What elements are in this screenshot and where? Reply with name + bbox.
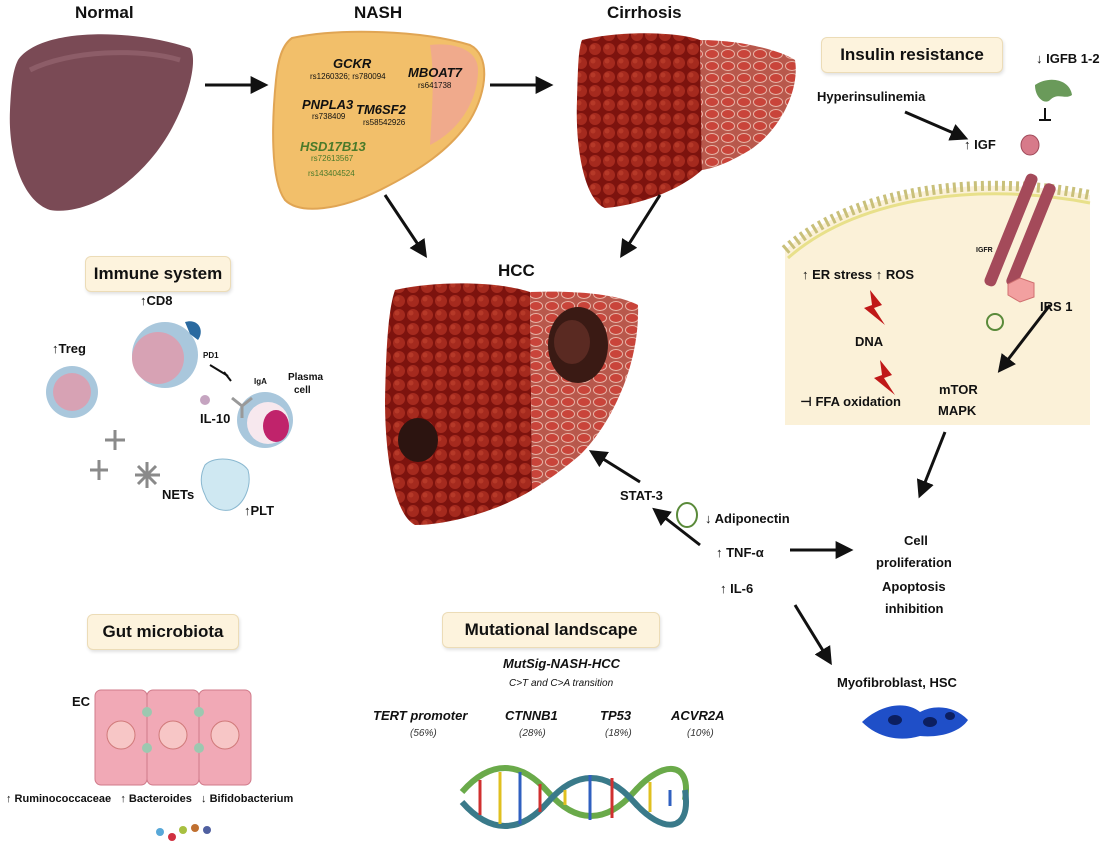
- stage-normal-label: Normal: [75, 3, 134, 22]
- immune-system-title: Immune system: [85, 256, 231, 292]
- dna-helix-illustration: [459, 765, 690, 829]
- arrow-nash-hcc: [383, 194, 427, 258]
- plasma-cell-label-2: cell: [294, 385, 311, 396]
- tnf-alpha-label: ↑ TNF-α: [716, 545, 764, 560]
- bacteria-label: ↑ Ruminococcaceae ↑ Bacteroides ↓ Bifido…: [6, 793, 294, 805]
- adiponectin-label: ↓ Adiponectin: [705, 511, 790, 526]
- snp-tm6sf2: rs58542926: [363, 118, 406, 127]
- apoptosis-inhibition-label-2: inhibition: [885, 601, 944, 616]
- apoptosis-inhibition-label-1: Apoptosis: [882, 579, 946, 594]
- snp-mboat7: rs641738: [418, 81, 452, 90]
- myofibroblast-hsc-label: Myofibroblast, HSC: [837, 675, 957, 690]
- stage-nash-label: NASH: [354, 3, 403, 22]
- stat3-label: STAT-3: [620, 488, 663, 503]
- gene-pnpla3: PNPLA3: [302, 97, 354, 112]
- gut-microbiota-title: Gut microbiota: [87, 614, 239, 650]
- iga-label: IgA: [254, 377, 267, 386]
- cell-proliferation-label-2: proliferation: [876, 555, 952, 570]
- mutsig-label: MutSig-NASH-HCC: [503, 656, 620, 671]
- hyperinsulinemia-label: Hyperinsulinemia: [817, 89, 926, 104]
- gene-gckr: GCKR: [333, 56, 372, 71]
- il10-label: IL-10: [200, 411, 231, 426]
- snp-hsd17b13-2: rs143404524: [308, 169, 355, 178]
- irs1-label: IRS 1: [1040, 299, 1073, 314]
- gene-acvr2a: ACVR2A: [671, 708, 725, 723]
- arrow-irs1-mtor: [997, 304, 1052, 373]
- il6-label: ↑ IL-6: [720, 581, 754, 596]
- arrow-cytokines-stat3: [652, 507, 701, 547]
- cd8-label: ↑CD8: [140, 293, 173, 308]
- arrow-mapk-proliferation: [916, 431, 947, 499]
- gene-tp53: TP53: [600, 708, 632, 723]
- pd1-label: PD1: [203, 351, 219, 360]
- gene-tm6sf2: TM6SF2: [356, 102, 406, 117]
- plt-label: ↑PLT: [244, 503, 275, 518]
- gene-hsd17b13: HSD17B13: [300, 139, 366, 154]
- pct-ctnnb1: (28%): [519, 728, 546, 739]
- pct-tert: (56%): [410, 728, 437, 739]
- igfr-label: IGFR: [976, 247, 993, 254]
- snp-pnpla3: rs738409: [312, 112, 346, 121]
- er-stress-ros-label: ↑ ER stress ↑ ROS: [802, 267, 914, 282]
- treg-label: ↑Treg: [52, 341, 86, 356]
- ffa-oxidation-label: ⊣ FFA oxidation: [800, 394, 901, 409]
- gene-ctnnb1: CTNNB1: [505, 708, 558, 723]
- pct-acvr2a: (10%): [687, 728, 714, 739]
- stage-cirrhosis-label: Cirrhosis: [607, 3, 682, 22]
- normal-liver-illustration: [9, 34, 194, 211]
- arrow-cirrhosis-hcc: [620, 194, 662, 259]
- arrow-il6-myofibroblast: [793, 604, 832, 666]
- myofibroblast-illustration: [862, 705, 968, 739]
- mtor-label: mTOR: [939, 382, 978, 397]
- plasma-cell-label-1: Plasma: [288, 372, 324, 383]
- nash-liver-illustration: [272, 30, 486, 210]
- nets-label: NETs: [162, 487, 195, 502]
- immune-cells-illustration: [46, 321, 293, 511]
- cell-membrane-illustration: [781, 79, 1091, 425]
- igfb-label: ↓ IGFB 1-2: [1036, 51, 1100, 66]
- stage-hcc-label: HCC: [498, 261, 535, 280]
- ec-label: EC: [72, 694, 91, 709]
- mapk-label: MAPK: [938, 403, 977, 418]
- hcc-liver-illustration: [385, 283, 639, 525]
- pct-tp53: (18%): [605, 728, 632, 739]
- adiponectin-icon: [676, 502, 698, 528]
- igf-label: ↑ IGF: [964, 137, 996, 152]
- bacteria-illustration: [156, 824, 211, 841]
- transition-label: C>T and C>A transition: [509, 678, 614, 689]
- arrow-hyperinsulinemia: [904, 110, 969, 141]
- gene-mboat7: MBOAT7: [408, 65, 462, 80]
- cirrhosis-liver-illustration: [576, 33, 796, 208]
- dna-label: DNA: [855, 334, 884, 349]
- cell-proliferation-label-1: Cell: [904, 533, 928, 548]
- mutational-landscape-title: Mutational landscape: [442, 612, 660, 648]
- gut-epithelium-illustration: [94, 689, 252, 786]
- arrow-stat3-hcc: [588, 450, 641, 484]
- snp-gckr: rs1260326; rs780094: [310, 72, 386, 81]
- insulin-resistance-title: Insulin resistance: [821, 37, 1003, 73]
- snp-hsd17b13-1: rs72613567: [311, 154, 354, 163]
- gene-tert: TERT promoter: [373, 708, 468, 723]
